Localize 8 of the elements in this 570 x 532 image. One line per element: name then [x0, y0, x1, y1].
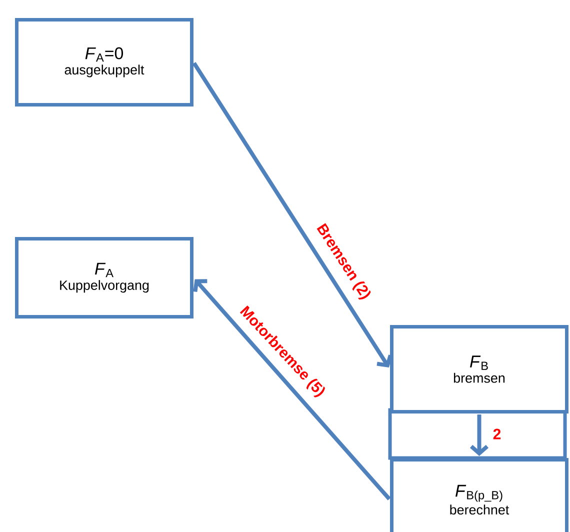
edge-label: 2: [493, 428, 501, 440]
arrow: [193, 279, 391, 500]
state-box: F$_{A}$ Kuppelvorgang: [15, 237, 194, 318]
arrow: [192, 62, 392, 368]
state-box: F$_{A}$=0 ausgekuppelt: [15, 18, 194, 106]
arrow: [470, 414, 489, 456]
state-box: F$_{B}$ bremsen: [390, 325, 568, 414]
state-box: F$_{B(p_B)}$ berechnet: [390, 458, 568, 532]
